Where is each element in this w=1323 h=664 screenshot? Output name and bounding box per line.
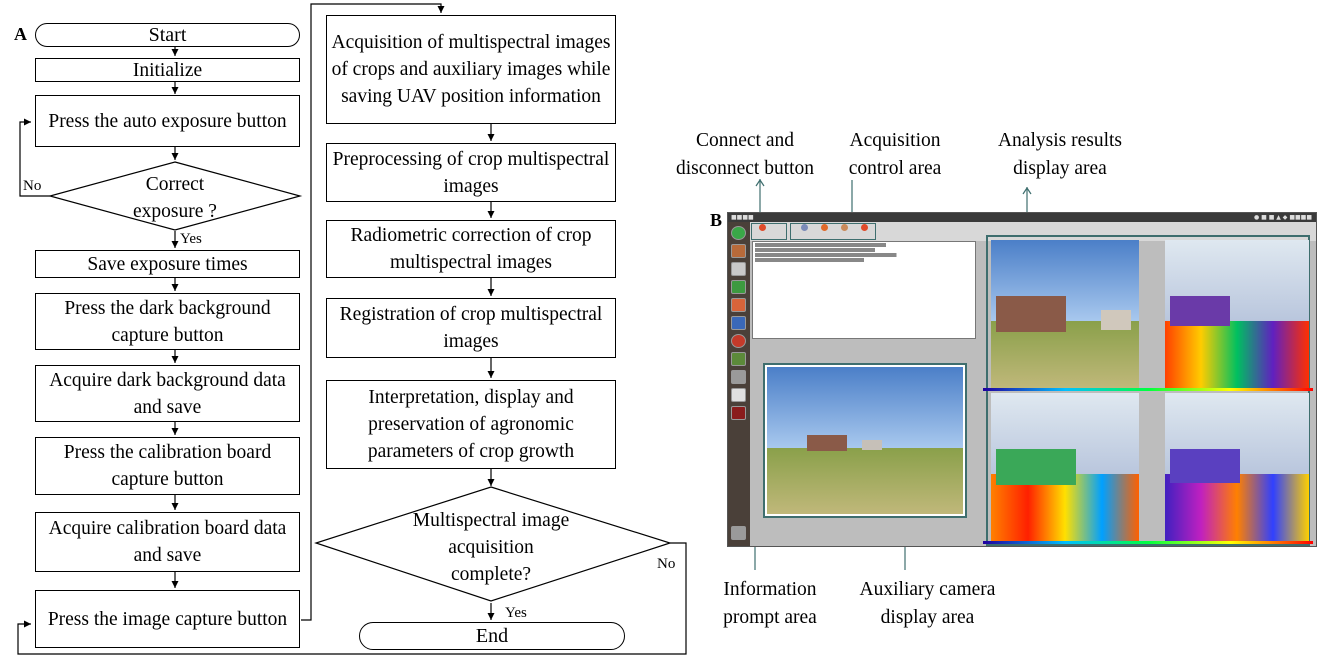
launcher-red-icon[interactable] bbox=[731, 406, 746, 420]
flow-node-radiometric: Radiometric correction of crop multispec… bbox=[326, 220, 616, 278]
edge-label-no-exposure: No bbox=[23, 178, 42, 194]
image-capture-button[interactable] bbox=[854, 224, 874, 239]
decision-diamond-complete bbox=[314, 486, 672, 602]
auto-exposure-button[interactable] bbox=[794, 224, 814, 239]
callout-information-prompt: Information prompt area bbox=[723, 579, 817, 628]
panel-a-label: A bbox=[14, 24, 27, 44]
flow-node-press-auto-exposure: Press the auto exposure button bbox=[35, 95, 300, 147]
colorbar-top bbox=[983, 388, 1313, 391]
edge-label-yes-complete: Yes bbox=[505, 605, 527, 621]
flow-node-acquisition: Acquisition of multispectral images of c… bbox=[326, 15, 616, 124]
flow-node-end: End bbox=[359, 622, 625, 650]
analysis-image-index-2 bbox=[991, 393, 1139, 541]
information-prompt-box bbox=[752, 241, 976, 339]
launcher-document-icon[interactable] bbox=[731, 316, 746, 330]
flow-node-acquire-calibration: Acquire calibration board data and save bbox=[35, 512, 300, 572]
decision-diamond-exposure bbox=[47, 161, 303, 231]
connect-disconnect-button[interactable] bbox=[752, 224, 772, 239]
acquisition-control-frame bbox=[790, 223, 876, 240]
trash-icon[interactable] bbox=[731, 526, 746, 540]
launcher-files-icon[interactable] bbox=[731, 244, 746, 258]
launcher-spreadsheet-icon[interactable] bbox=[731, 280, 746, 294]
flow-node-save-exposure: Save exposure times bbox=[35, 250, 300, 278]
launcher-browser-icon[interactable] bbox=[731, 262, 746, 276]
callout-auxiliary-camera: Auxiliary camera display area bbox=[859, 579, 996, 628]
flow-node-registration: Registration of crop multispectral image… bbox=[326, 298, 616, 358]
callout-acquisition-control: Acquisition control area bbox=[848, 130, 942, 179]
flow-node-correct-exposure: Correct exposure ? bbox=[133, 174, 217, 222]
connect-highlight-frame bbox=[751, 223, 787, 240]
calibration-board-button[interactable] bbox=[834, 224, 854, 239]
flow-node-interpretation: Interpretation, display and preservation… bbox=[326, 380, 616, 469]
flow-node-press-dark-bg: Press the dark background capture button bbox=[35, 293, 300, 350]
launcher-app-icon[interactable] bbox=[731, 226, 746, 240]
flow-node-acq-complete: Multispectral image acquisition complete… bbox=[412, 509, 570, 585]
launcher-presentation-icon[interactable] bbox=[731, 298, 746, 312]
auxiliary-camera-frame bbox=[763, 363, 967, 518]
launcher-disk-icon[interactable] bbox=[731, 370, 746, 384]
launcher-sidebar bbox=[728, 222, 750, 546]
os-top-bar: ■■■■ ● ■ ■ ▲ ◆ ■■■■ bbox=[728, 213, 1316, 222]
flow-node-acquire-dark-bg: Acquire dark background data and save bbox=[35, 365, 300, 422]
analysis-image-index-3 bbox=[1165, 393, 1309, 541]
analysis-image-rgb bbox=[991, 240, 1139, 388]
edge-label-yes-exposure: Yes bbox=[180, 231, 202, 247]
flow-node-preprocessing: Preprocessing of crop multispectral imag… bbox=[326, 143, 616, 202]
launcher-settings-icon[interactable] bbox=[731, 334, 746, 348]
auxiliary-camera-image bbox=[767, 367, 963, 514]
launcher-terminal-icon[interactable] bbox=[731, 352, 746, 366]
colorbar-bottom bbox=[983, 541, 1313, 544]
software-screenshot: ■■■■ ● ■ ■ ▲ ◆ ■■■■ bbox=[727, 212, 1317, 547]
dark-background-button[interactable] bbox=[814, 224, 834, 239]
flow-node-start: Start bbox=[35, 23, 300, 47]
flow-node-press-calibration: Press the calibration board capture butt… bbox=[35, 437, 300, 495]
app-title-text: ■■■■ bbox=[731, 214, 754, 221]
flow-node-press-image-capture: Press the image capture button bbox=[35, 590, 300, 648]
edge-label-no-complete: No bbox=[657, 556, 676, 572]
flow-node-initialize: Initialize bbox=[35, 58, 300, 82]
callout-connect-button: Connect and disconnect button bbox=[675, 130, 815, 179]
callout-analysis-results: Analysis results display area bbox=[997, 130, 1123, 179]
tray-icons: ● ■ ■ ▲ ◆ ■■■■ bbox=[1253, 214, 1312, 221]
panel-b-label: B bbox=[710, 210, 723, 230]
launcher-drive-icon[interactable] bbox=[731, 388, 746, 402]
analysis-image-index-1 bbox=[1165, 240, 1309, 388]
